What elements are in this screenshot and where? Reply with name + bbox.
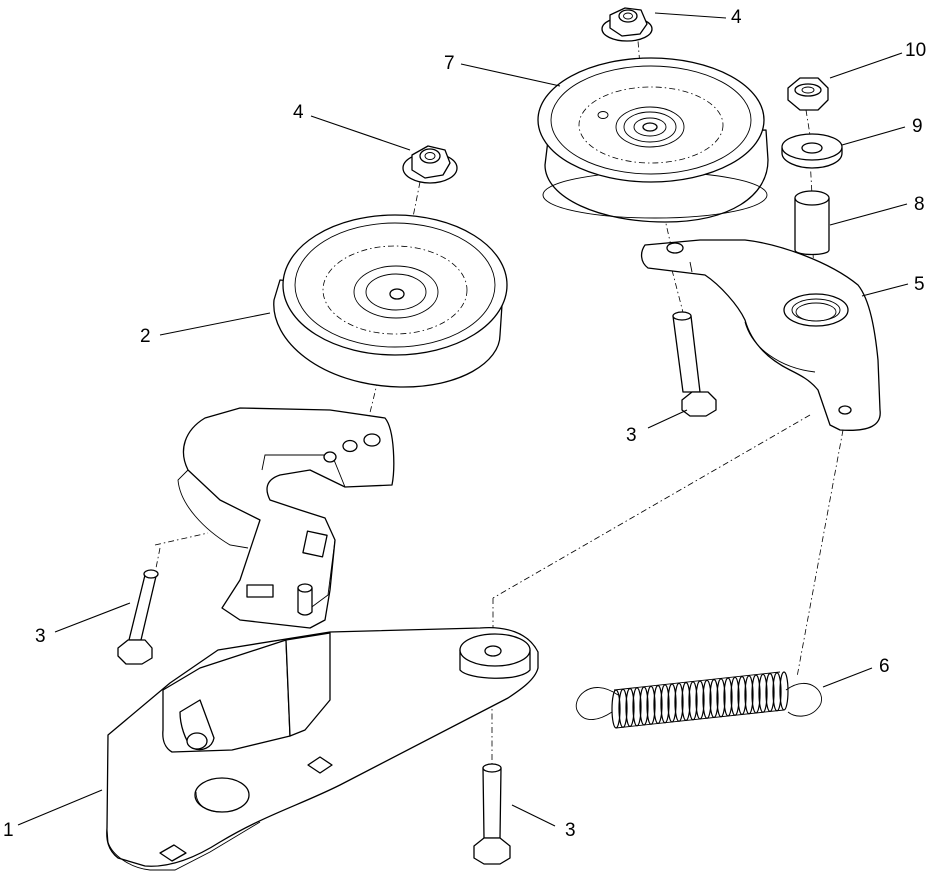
idler-mount-plate <box>106 626 539 871</box>
spacer-bushing <box>794 190 830 256</box>
flange-nut-right <box>601 7 653 42</box>
callout-9: 9 <box>912 116 923 137</box>
callout-3b: 3 <box>565 820 576 841</box>
idler-arm-right <box>640 239 881 431</box>
callout-8: 8 <box>914 194 925 215</box>
callout-7: 7 <box>444 53 455 74</box>
hex-nut <box>787 77 829 111</box>
callout-10: 10 <box>905 40 926 61</box>
callout-4a: 4 <box>293 102 304 123</box>
flange-nut-left <box>402 145 458 184</box>
callout-4b: 4 <box>731 7 742 28</box>
callout-labels: 1 2 3 3 3 4 4 5 6 7 8 9 10 <box>3 7 926 841</box>
idler-pulley-right <box>537 57 769 223</box>
callout-leaders <box>17 12 909 827</box>
hex-bolt-bottom <box>473 763 511 865</box>
flat-washer <box>781 133 843 169</box>
callout-5: 5 <box>914 274 925 295</box>
idler-pulley-left <box>273 214 508 388</box>
callout-6: 6 <box>879 656 890 677</box>
idler-pivot-arm <box>177 407 395 629</box>
callout-2: 2 <box>140 326 151 347</box>
callout-3c: 3 <box>626 425 637 446</box>
extension-spring <box>575 671 823 729</box>
hex-bolt-right <box>672 311 717 417</box>
callout-1: 1 <box>3 820 14 841</box>
hex-bolt-left <box>117 569 159 665</box>
callout-3a: 3 <box>35 626 46 647</box>
